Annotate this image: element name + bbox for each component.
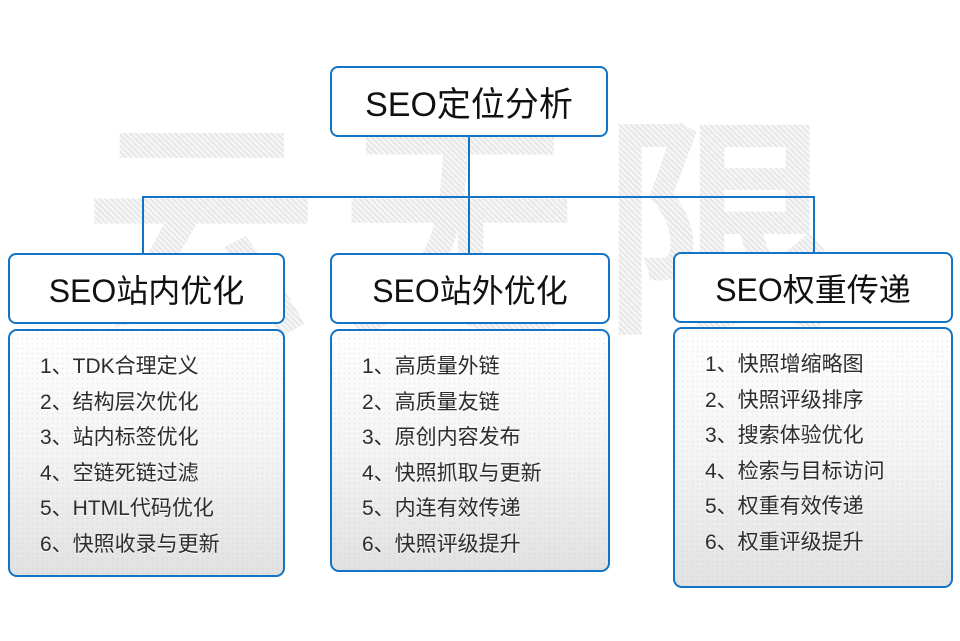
- branch-list-offsite: 1、高质量外链 2、高质量友链 3、原创内容发布 4、快照抓取与更新 5、内连有…: [330, 329, 610, 572]
- branch-header-weight-label: SEO权重传递: [715, 271, 911, 308]
- connector-left-drop: [142, 197, 144, 254]
- branch-header-onsite-label: SEO站内优化: [48, 272, 245, 309]
- list-item: 5、HTML代码优化: [40, 497, 214, 521]
- root-node-label: SEO定位分析: [365, 86, 573, 124]
- list-item: 4、检索与目标访问: [705, 459, 885, 483]
- list-item: 2、快照评级排序: [705, 388, 864, 412]
- branch-header-offsite: SEO站外优化: [330, 253, 610, 324]
- branch-list-offsite-items: 1、高质量外链 2、高质量友链 3、原创内容发布 4、快照抓取与更新 5、内连有…: [332, 331, 608, 563]
- branch-list-weight-items: 1、快照增缩略图 2、快照评级排序 3、搜索体验优化 4、检索与目标访问 5、权…: [675, 329, 951, 561]
- connector-horizontal-bar: [142, 196, 815, 198]
- list-item: 6、权重评级提升: [705, 530, 864, 554]
- connector-root-stem: [468, 137, 470, 197]
- list-item: 4、空链死链过滤: [40, 461, 199, 485]
- branch-list-onsite-items: 1、TDK合理定义 2、结构层次优化 3、站内标签优化 4、空链死链过滤 5、H…: [10, 331, 283, 563]
- branch-list-weight: 1、快照增缩略图 2、快照评级排序 3、搜索体验优化 4、检索与目标访问 5、权…: [673, 327, 953, 588]
- list-item: 1、TDK合理定义: [40, 355, 199, 378]
- branch-header-offsite-label: SEO站外优化: [372, 272, 568, 309]
- connector-middle-drop: [468, 197, 470, 254]
- list-item: 3、原创内容发布: [362, 426, 521, 450]
- connector-right-drop: [813, 197, 815, 254]
- branch-header-weight: SEO权重传递: [673, 252, 953, 323]
- list-item: 6、快照收录与更新: [40, 532, 220, 556]
- list-item: 4、快照抓取与更新: [362, 461, 542, 485]
- list-item: 1、高质量外链: [362, 355, 500, 378]
- list-item: 3、站内标签优化: [40, 426, 199, 450]
- list-item: 5、内连有效传递: [362, 497, 521, 521]
- branch-header-onsite: SEO站内优化: [8, 253, 285, 324]
- root-node-box: SEO定位分析: [330, 66, 608, 137]
- list-item: 2、高质量友链: [362, 390, 500, 414]
- list-item: 2、结构层次优化: [40, 390, 199, 414]
- list-item: 5、权重有效传递: [705, 495, 864, 519]
- list-item: 6、快照评级提升: [362, 532, 521, 556]
- list-item: 1、快照增缩略图: [705, 353, 864, 376]
- branch-list-onsite: 1、TDK合理定义 2、结构层次优化 3、站内标签优化 4、空链死链过滤 5、H…: [8, 329, 285, 577]
- list-item: 3、搜索体验优化: [705, 424, 864, 448]
